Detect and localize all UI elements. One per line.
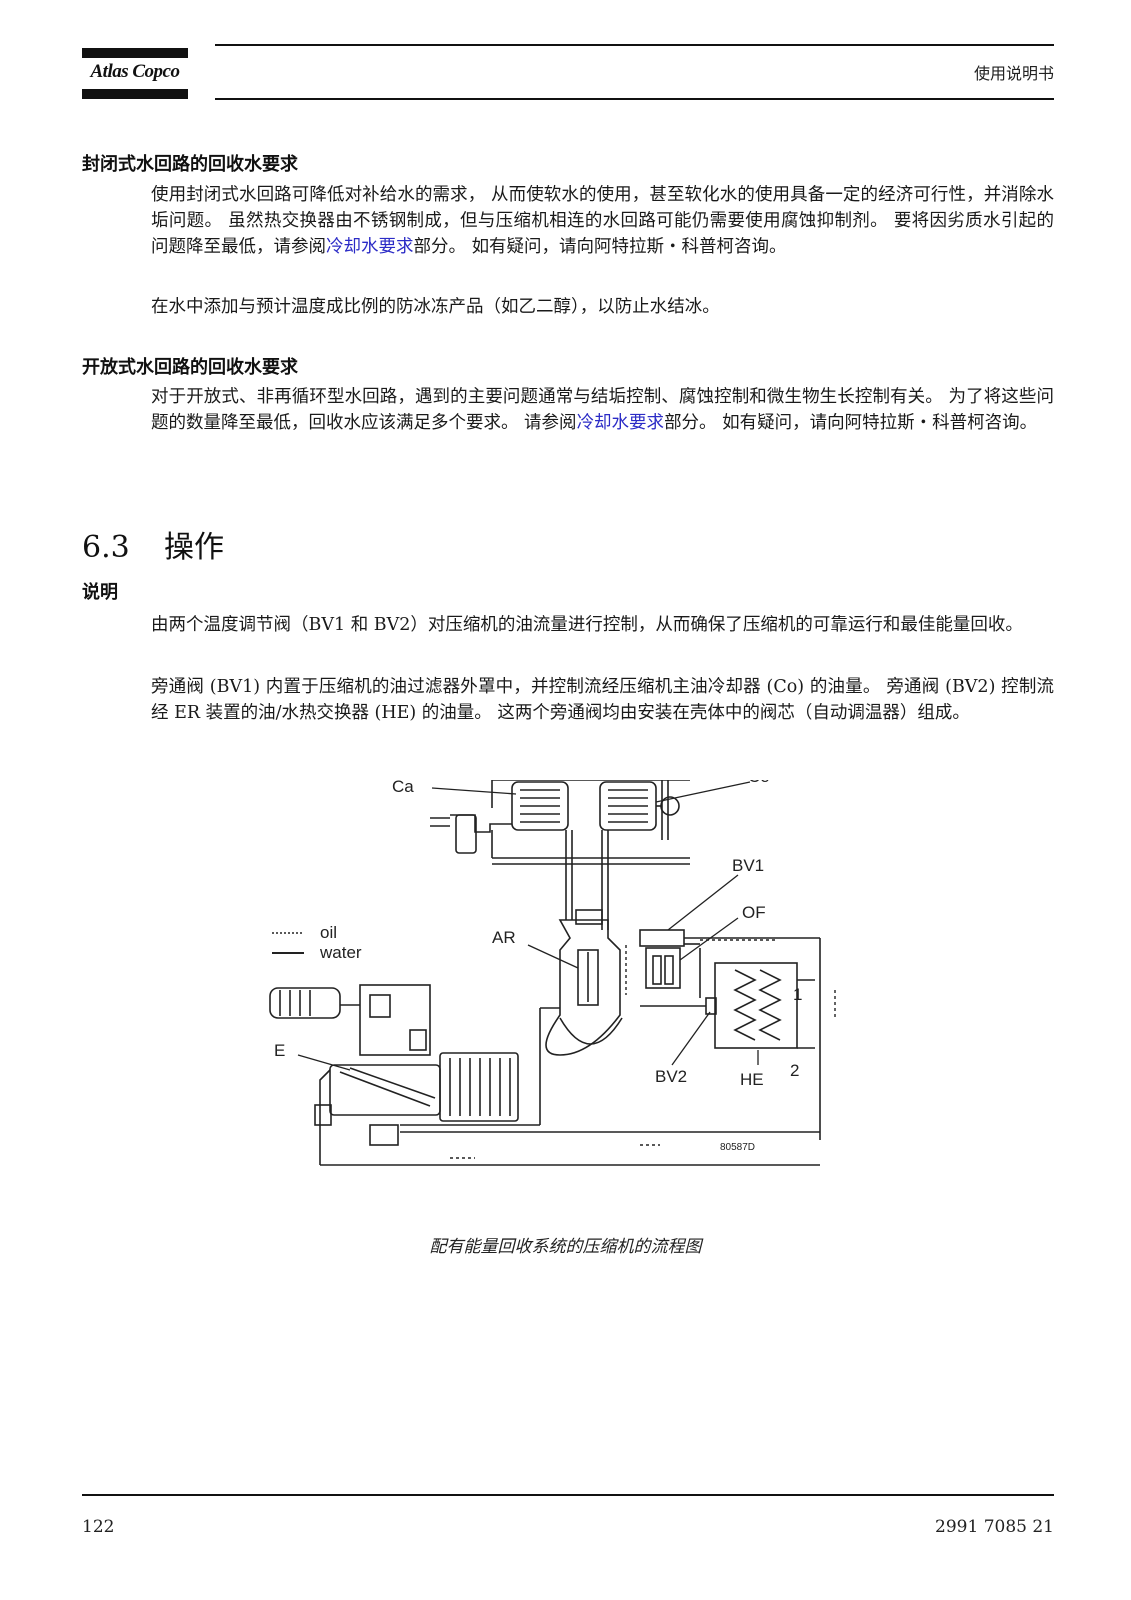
header-rule-bottom <box>215 98 1054 100</box>
open-loop-text-a: 对于开放式、非再循环型水回路，遇到的主要问题通常与结垢控制、腐蚀控制和微生物生长… <box>151 387 1054 433</box>
cooling-water-link[interactable]: 冷却水要求 <box>326 237 414 257</box>
open-loop-text-b: 部分。 如有疑问，请向阿特拉斯・科普柯咨询。 <box>664 413 1038 433</box>
label-he: HE <box>740 1070 764 1089</box>
closed-loop-heading: 封闭式水回路的回收水要求 <box>82 154 298 175</box>
label-two: 2 <box>790 1061 799 1080</box>
operation-paragraph-2: 旁通阀 (BV1) 内置于压缩机的油过滤器外罩中，并控制流经压缩机主油冷却器 (… <box>151 677 1054 723</box>
label-one: 1 <box>793 985 802 1004</box>
logo-bottom-bar <box>82 89 188 99</box>
footer-rule <box>82 1494 1054 1496</box>
document-type: 使用说明书 <box>973 64 1054 83</box>
logo-top-bar <box>82 48 188 58</box>
closed-loop-text-a: 使用封闭式水回路可降低对补给水的需求， 从而使软水的使用，甚至软化水的使用具备一… <box>151 185 1054 257</box>
label-bv2: BV2 <box>655 1067 687 1086</box>
atlas-copco-logo: Atlas Copco <box>82 48 188 100</box>
section-title: 操作 <box>164 530 224 565</box>
page-number: 122 <box>82 1517 115 1537</box>
flow-diagram-svg: oil water Ca Co BV1 OF AR E BV2 HE 1 2 8… <box>269 780 836 1166</box>
label-of: OF <box>742 903 766 922</box>
closed-loop-text-b: 部分。 如有疑问，请向阿特拉斯・科普柯咨询。 <box>413 237 787 257</box>
label-ar: AR <box>492 928 516 947</box>
section-heading: 6.3 操作 <box>82 522 224 566</box>
label-e: E <box>274 1041 285 1060</box>
figure-reference-number: 80587D <box>720 1142 755 1153</box>
header-rule-top <box>215 44 1054 46</box>
closed-loop-paragraph-2: 在水中添加与预计温度成比例的防冰冻产品（如乙二醇），以防止水结冰。 <box>151 297 720 317</box>
closed-loop-paragraph-1: 使用封闭式水回路可降低对补给水的需求， 从而使软水的使用，甚至软化水的使用具备一… <box>151 182 1054 260</box>
document-number: 2991 7085 21 <box>935 1517 1054 1537</box>
open-loop-heading: 开放式水回路的回收水要求 <box>82 357 298 378</box>
logo-text: Atlas Copco <box>90 61 180 82</box>
label-co: Co <box>748 780 770 786</box>
description-heading: 说明 <box>82 582 118 603</box>
label-ca: Ca <box>392 780 414 796</box>
legend-water-label: water <box>319 943 362 962</box>
operation-paragraph-1: 由两个温度调节阀（BV1 和 BV2）对压缩机的油流量进行控制，从而确保了压缩机… <box>151 615 1023 635</box>
label-bv1: BV1 <box>732 856 764 875</box>
figure-caption: 配有能量回收系统的压缩机的流程图 <box>429 1237 702 1257</box>
open-loop-paragraph: 对于开放式、非再循环型水回路，遇到的主要问题通常与结垢控制、腐蚀控制和微生物生长… <box>151 384 1054 436</box>
legend-oil-label: oil <box>320 923 337 942</box>
cooling-water-link-2[interactable]: 冷却水要求 <box>576 413 665 433</box>
section-number: 6.3 <box>82 530 130 565</box>
flow-diagram: oil water Ca Co BV1 OF AR E BV2 HE 1 2 8… <box>260 780 860 1205</box>
